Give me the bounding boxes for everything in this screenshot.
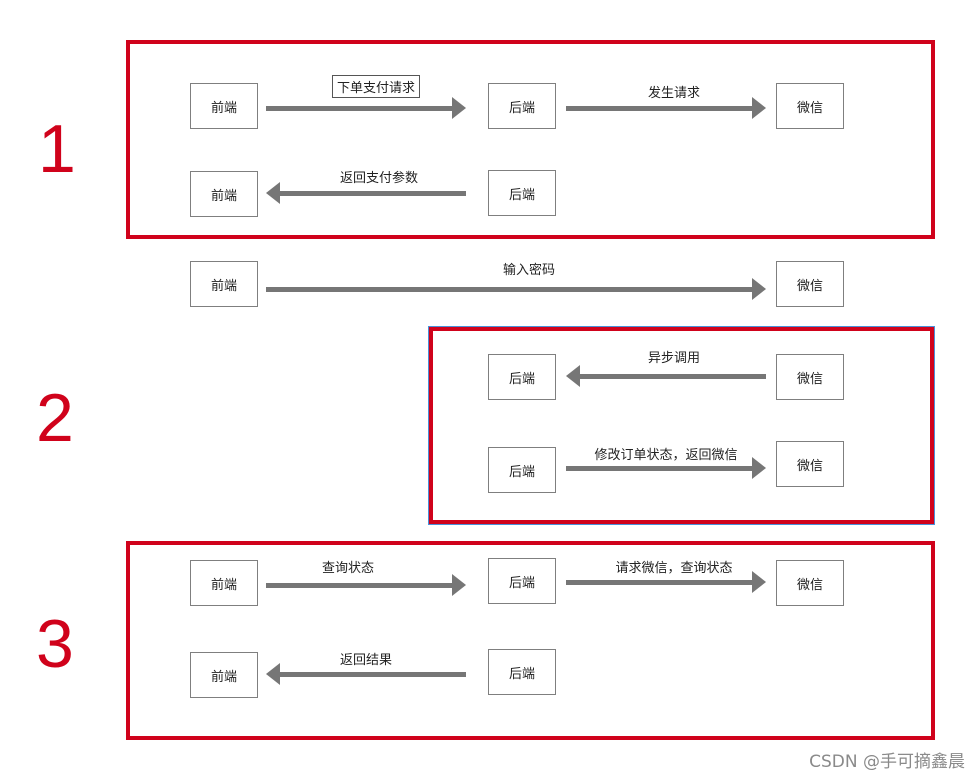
return-result-label: 返回结果 <box>339 653 393 668</box>
frontend-node: 前端 <box>190 83 258 129</box>
arrow-right <box>566 570 766 594</box>
backend-node: 后端 <box>488 649 556 695</box>
backend-node: 后端 <box>488 447 556 493</box>
wechat-node: 微信 <box>776 560 844 606</box>
frontend-node: 前端 <box>190 171 258 217</box>
frontend-node: 前端 <box>190 261 258 307</box>
step-number-2: 2 <box>36 380 74 456</box>
arrow-right <box>266 573 466 597</box>
frontend-node: 前端 <box>190 652 258 698</box>
query-status-label: 查询状态 <box>321 561 375 576</box>
return-payment-params-label: 返回支付参数 <box>339 171 419 186</box>
csdn-watermark: CSDN @手可摘鑫晨 <box>809 752 965 772</box>
arrow-right <box>566 456 766 480</box>
step-3-frame <box>126 541 935 740</box>
enter-password-label: 输入密码 <box>502 263 556 278</box>
step-number-1: 1 <box>38 111 76 187</box>
frontend-node: 前端 <box>190 560 258 606</box>
arrow-left <box>266 662 466 686</box>
update-order-status-label: 修改订单状态，返回微信 <box>594 448 738 463</box>
backend-node: 后端 <box>488 354 556 400</box>
arrow-left <box>566 364 766 388</box>
arrow-left <box>266 181 466 205</box>
arrow-right <box>266 277 766 301</box>
order-payment-request-label: 下单支付请求 <box>331 75 421 98</box>
send-request-label: 发生请求 <box>647 86 701 101</box>
wechat-node: 微信 <box>776 261 844 307</box>
step-2-frame <box>428 326 935 525</box>
request-wechat-query-status-label: 请求微信，查询状态 <box>615 561 733 576</box>
backend-node: 后端 <box>488 558 556 604</box>
wechat-node: 微信 <box>776 354 844 400</box>
step-1-frame <box>126 40 935 239</box>
async-callback-label: 异步调用 <box>647 351 701 366</box>
backend-node: 后端 <box>488 83 556 129</box>
backend-node: 后端 <box>488 170 556 216</box>
arrow-right <box>266 96 466 120</box>
wechat-node: 微信 <box>776 441 844 487</box>
wechat-node: 微信 <box>776 83 844 129</box>
step-number-3: 3 <box>36 606 74 682</box>
arrow-right <box>566 96 766 120</box>
